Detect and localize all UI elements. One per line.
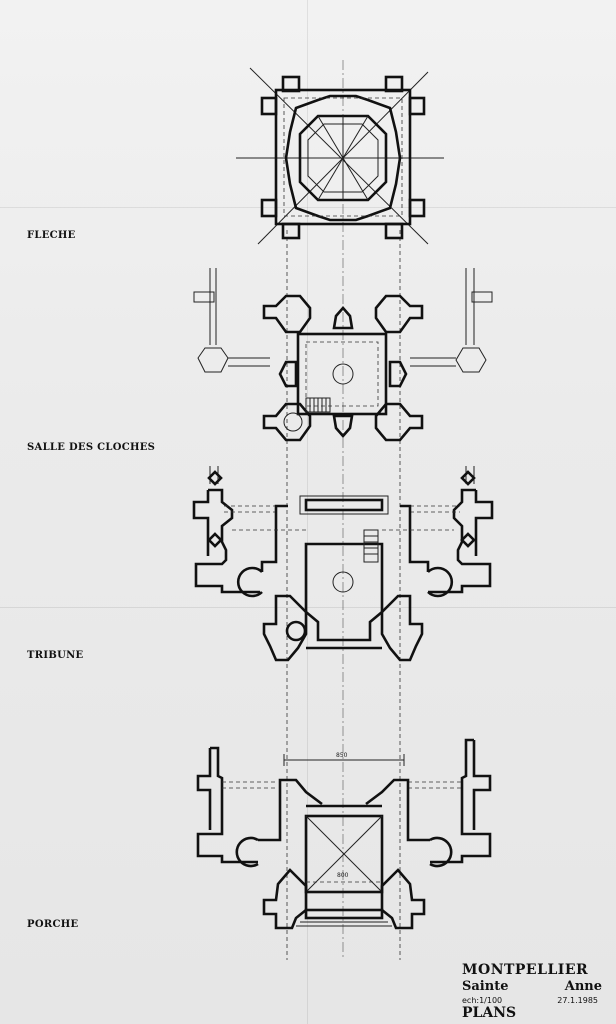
- level-label-porche: PORCHE: [27, 919, 79, 930]
- level-label-tribune: TRIBUNE: [27, 650, 84, 661]
- plan-fleche: [236, 67, 444, 245]
- dimension-850: [283, 754, 405, 766]
- level-label-fleche: FLECHE: [27, 230, 76, 241]
- dimension-label-porche: 800: [337, 872, 349, 879]
- title-scale: ech:1/100: [462, 996, 503, 1005]
- title-city: MONTPELLIER: [462, 962, 589, 978]
- title-block: MONTPELLIER Sainte Anne ech:1/100 27.1.1…: [462, 962, 602, 1021]
- title-date: 27.1.1985: [557, 996, 598, 1005]
- level-label-salle-des-cloches: SALLE DES CLOCHES: [27, 442, 156, 453]
- title-name-first: Sainte: [462, 979, 509, 994]
- plan-salle-des-cloches: [193, 268, 493, 442]
- fold-line-horizontal: [0, 207, 616, 208]
- dimension-label-tribune: 850: [336, 752, 348, 759]
- plan-tribune: [192, 466, 494, 662]
- fold-line-horizontal: [0, 607, 616, 608]
- title-sheet: PLANS: [462, 1005, 517, 1021]
- fold-line-vertical: [307, 0, 308, 1024]
- title-meta: ech:1/100 27.1.1985: [462, 996, 602, 1005]
- title-name-second: Anne: [564, 979, 602, 994]
- plan-porche: [196, 738, 492, 930]
- title-name: Sainte Anne: [462, 979, 602, 994]
